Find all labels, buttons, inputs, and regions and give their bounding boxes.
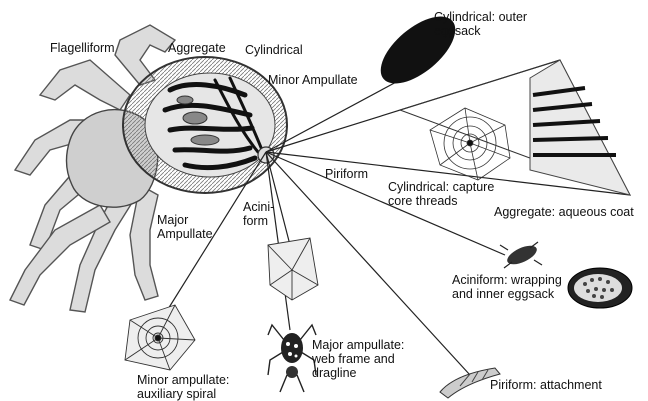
label-cylindrical-capture-core: Cylindrical: capture core threads [388, 180, 494, 208]
label-cylindrical-outer-eggsack-line-1: Cylindrical: outer [434, 10, 527, 24]
frame-web-drawing [268, 238, 318, 300]
label-major-ampullate: Major Ampullate [157, 213, 213, 241]
label-aggregate-aqueous-coat: Aggregate: aqueous coat [494, 205, 634, 219]
label-major-ampullate-frame-line-3: dragline [312, 366, 404, 380]
aggregate-thread-panel [530, 60, 630, 195]
label-major-ampullate-frame-line-1: Major ampullate: [312, 338, 404, 352]
label-cylindrical-capture-core-line-2: core threads [388, 194, 494, 208]
label-minor-ampullate-auxiliary-line-1: Minor ampullate: [137, 373, 229, 387]
label-major-ampullate-line-2: Ampullate [157, 227, 213, 241]
auxiliary-spiral-web-drawing [125, 305, 195, 370]
inner-eggsack-drawing [568, 268, 632, 308]
label-aciniform-wrapping-line-2: and inner eggsack [452, 287, 562, 301]
label-piriform-attachment: Piriform: attachment [490, 378, 602, 392]
orb-web-drawing [430, 108, 510, 180]
label-piriform: Piriform [325, 167, 368, 181]
label-minor-ampullate-auxiliary-line-2: auxiliary spiral [137, 387, 229, 401]
label-major-ampullate-frame: Major ampullate: web frame and dragline [312, 338, 404, 380]
wrapped-prey-drawing [500, 242, 542, 268]
label-aciniform-line-1: Acini- [243, 200, 274, 214]
dragline-spider-drawing [268, 325, 316, 392]
label-minor-ampullate: Minor Ampullate [268, 73, 358, 87]
label-minor-ampullate-auxiliary: Minor ampullate: auxiliary spiral [137, 373, 229, 401]
label-flagelliform: Flagelliform [50, 41, 115, 55]
label-cylindrical-outer-eggsack: Cylindrical: outer eggsack [434, 10, 527, 38]
label-aciniform-wrapping-line-1: Aciniform: wrapping [452, 273, 562, 287]
label-major-ampullate-line-1: Major [157, 213, 213, 227]
label-cylindrical: Cylindrical [245, 43, 303, 57]
label-cylindrical-outer-eggsack-line-2: eggsack [434, 24, 527, 38]
label-aciniform: Acini- form [243, 200, 274, 228]
label-major-ampullate-frame-line-2: web frame and [312, 352, 404, 366]
label-aciniform-wrapping: Aciniform: wrapping and inner eggsack [452, 273, 562, 301]
label-aciniform-line-2: form [243, 214, 274, 228]
label-aggregate: Aggregate [168, 41, 226, 55]
label-cylindrical-capture-core-line-1: Cylindrical: capture [388, 180, 494, 194]
